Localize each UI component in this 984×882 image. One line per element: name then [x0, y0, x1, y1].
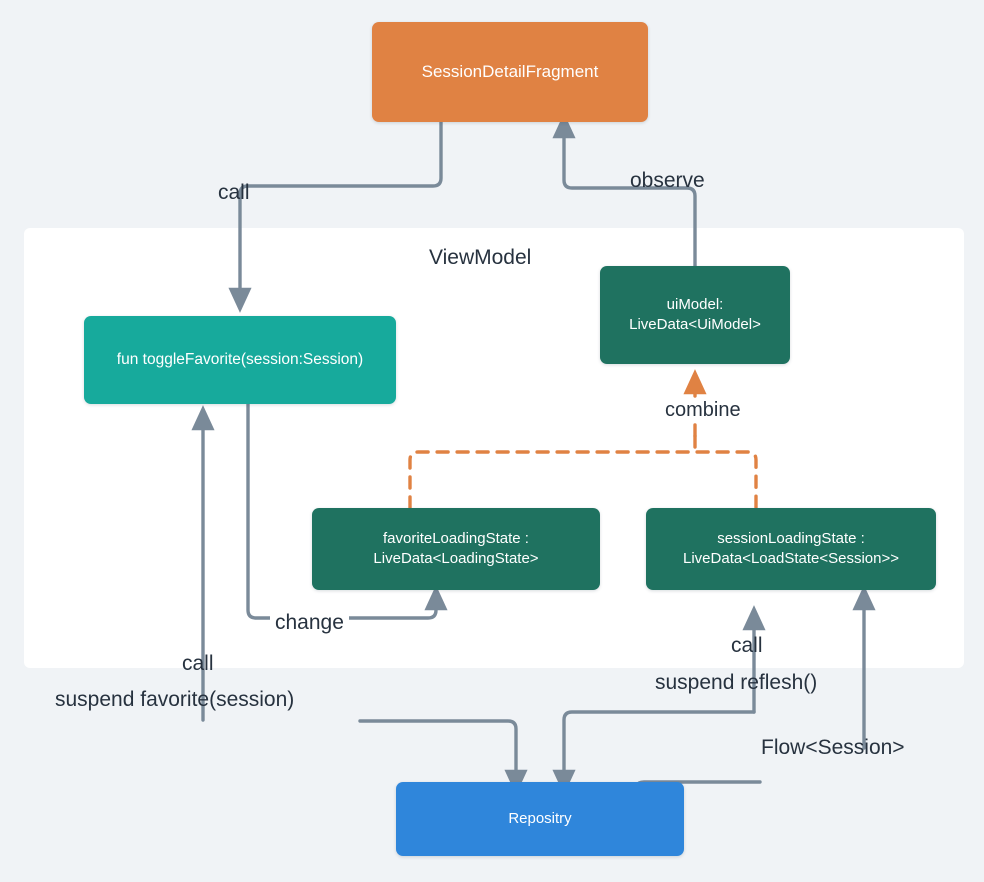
node-session-loading-state[interactable]: sessionLoadingState : LiveData<LoadState… — [646, 508, 936, 590]
edge-label-call-favorite: call — [182, 652, 214, 675]
node-toggle-favorite[interactable]: fun toggleFavorite(session:Session) — [84, 316, 396, 404]
node-repository[interactable]: Repositry — [396, 782, 684, 856]
viewmodel-title: ViewModel — [429, 246, 532, 269]
edge-label-flow-session: Flow<Session> — [761, 736, 905, 759]
edge-suspend-reflesh — [552, 710, 756, 795]
edge-label-combine: combine — [661, 400, 745, 420]
node-favorite-loading-state[interactable]: favoriteLoadingState : LiveData<LoadingS… — [312, 508, 600, 590]
node-ui-model[interactable]: uiModel: LiveData<UiModel> — [600, 266, 790, 364]
edge-label-call-toggle: call — [218, 181, 250, 204]
viewmodel-panel — [24, 228, 964, 668]
edge-label-change: change — [270, 612, 349, 633]
edge-call-toggle — [228, 120, 443, 313]
edge-label-observe: observe — [630, 169, 705, 192]
node-session-detail-fragment[interactable]: SessionDetailFragment — [372, 22, 648, 122]
edge-combine-bracket — [408, 450, 758, 510]
edge-suspend-favorite — [358, 719, 528, 795]
edge-label-suspend-favorite: suspend favorite(session) — [55, 688, 295, 711]
edge-label-call-reflesh: call — [731, 634, 763, 657]
edge-label-suspend-reflesh: suspend reflesh() — [655, 671, 818, 694]
edge-observe — [552, 113, 697, 268]
